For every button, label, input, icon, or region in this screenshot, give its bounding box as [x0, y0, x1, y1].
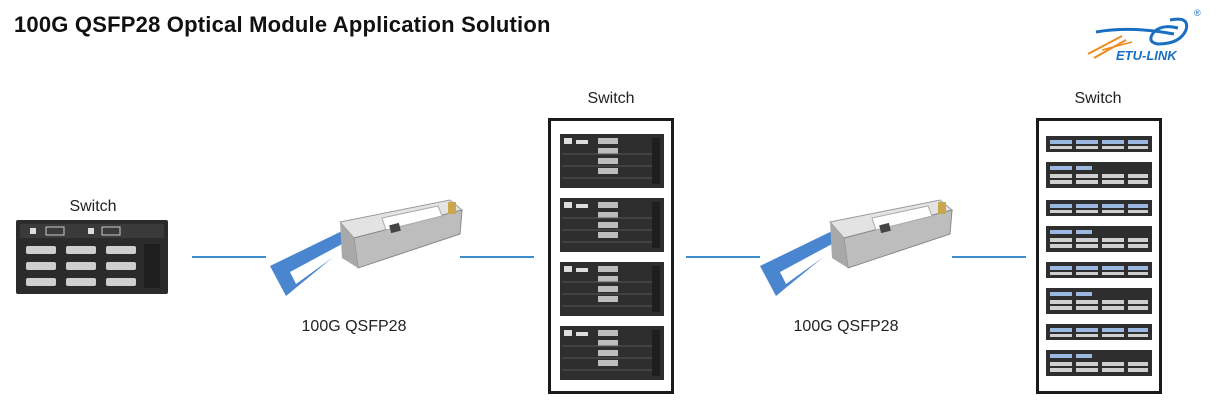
module-2-label: 100G QSFP28	[793, 318, 899, 335]
qsfp28-module-1	[262, 192, 472, 304]
module-1-label: 100G QSFP28	[301, 318, 407, 335]
logo-text: ETU-LINK	[1116, 48, 1178, 63]
logo-registered-mark: ®	[1194, 8, 1201, 18]
etu-link-logo: ETU-LINK ®	[1082, 6, 1208, 66]
right-switch-rack	[1036, 118, 1162, 394]
left-switch-label: Switch	[69, 198, 117, 215]
middle-switch-label: Switch	[587, 90, 635, 107]
fiber-link-3	[686, 256, 760, 258]
rack-unit	[560, 134, 664, 188]
qsfp28-module-2	[752, 192, 962, 304]
middle-switch-rack	[548, 118, 674, 394]
diagram-title: 100G QSFP28 Optical Module Application S…	[14, 12, 551, 37]
fiber-link-4	[952, 256, 1026, 258]
right-switch-label: Switch	[1074, 90, 1122, 107]
fiber-link-1	[192, 256, 266, 258]
fiber-link-2	[460, 256, 534, 258]
left-switch	[16, 220, 168, 294]
